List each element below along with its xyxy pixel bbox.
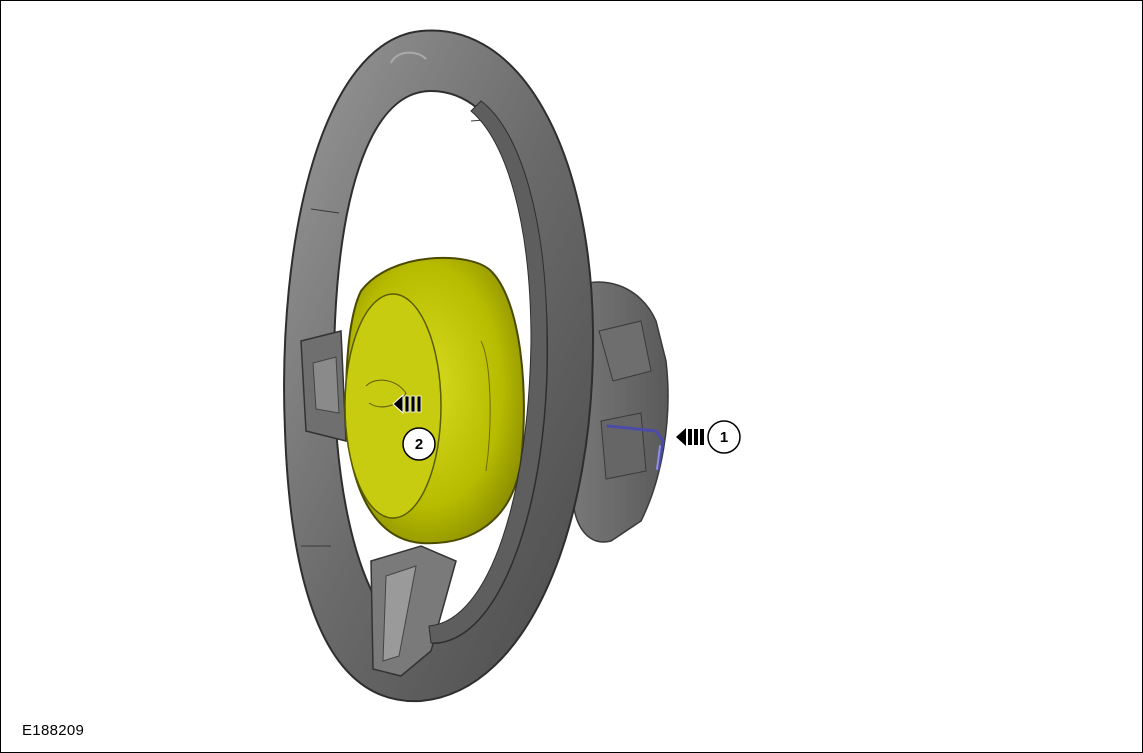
steering-wheel-rim-front (428, 100, 548, 644)
callout-1: 1 (676, 420, 741, 454)
triple-bar-arrow-left-icon (676, 428, 704, 446)
release-tool (606, 424, 665, 471)
callout-2: 2 (392, 393, 436, 461)
callout-2-number: 2 (415, 436, 423, 453)
airbag-module (344, 256, 525, 545)
lower-spoke (370, 545, 457, 677)
triple-bar-arrow-left-icon (392, 393, 422, 415)
left-spoke (300, 330, 347, 442)
figure-id-label: E188209 (22, 722, 85, 739)
callout-1-number: 1 (720, 429, 728, 446)
